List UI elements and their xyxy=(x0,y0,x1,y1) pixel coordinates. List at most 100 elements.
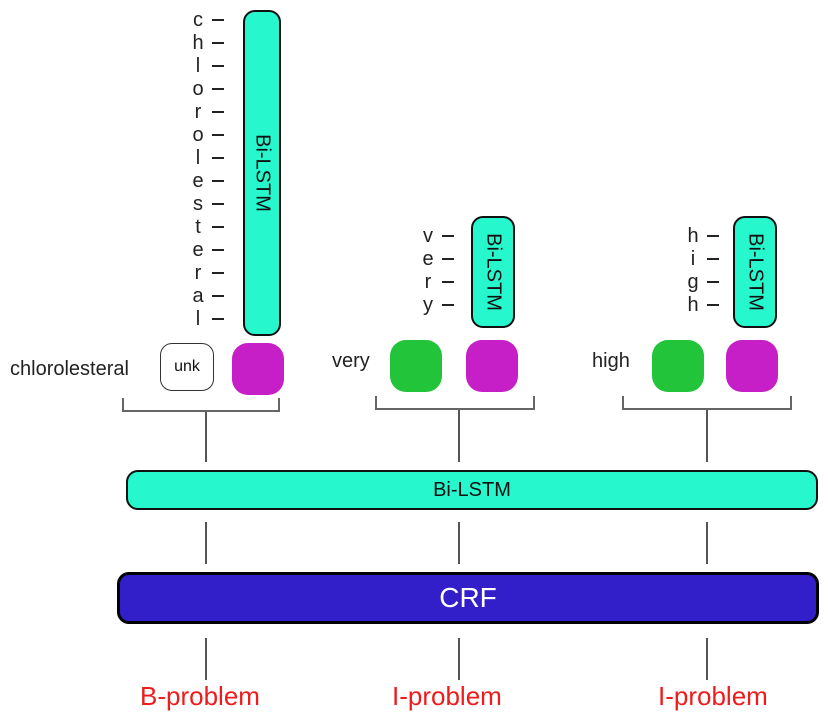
connector-line xyxy=(458,638,460,680)
connector-line xyxy=(706,410,708,462)
char-connector xyxy=(212,180,224,182)
char-connector xyxy=(212,42,224,44)
char: r xyxy=(194,262,202,284)
char: e xyxy=(192,239,204,261)
char-bilstm-chlorolesteral: Bi-LSTM xyxy=(243,10,281,336)
char-connector xyxy=(212,249,224,251)
char: e xyxy=(192,170,204,192)
char-connector xyxy=(212,65,224,67)
sentence-bilstm-label: Bi-LSTM xyxy=(433,478,511,501)
char: h xyxy=(192,32,204,54)
char-row: s xyxy=(190,194,224,214)
char-row: l xyxy=(190,148,224,168)
concat-bracket xyxy=(122,398,280,412)
connector-line xyxy=(458,522,460,564)
char-row: c xyxy=(190,10,224,30)
connector-line xyxy=(458,410,460,462)
word-very: very xyxy=(332,350,370,372)
char-connector xyxy=(212,111,224,113)
word-high: high xyxy=(592,350,630,372)
crf-label: CRF xyxy=(439,582,497,613)
char-row: r xyxy=(420,272,454,292)
char-sequence-high: h i g h xyxy=(685,226,725,316)
char-bilstm-label: Bi-LSTM xyxy=(482,233,505,311)
char: h xyxy=(687,294,699,316)
output-tag: I-problem xyxy=(658,681,768,711)
char-connector xyxy=(212,157,224,159)
char-connector xyxy=(212,134,224,136)
char-connector xyxy=(442,304,454,306)
char-bilstm-high: Bi-LSTM xyxy=(733,216,777,328)
char-embedding-very xyxy=(466,340,518,392)
char-bilstm-very: Bi-LSTM xyxy=(471,216,515,328)
char-connector xyxy=(707,258,719,260)
char-row: r xyxy=(190,102,224,122)
crf-layer: CRF xyxy=(117,572,819,624)
char-row: h xyxy=(685,226,719,246)
char-connector xyxy=(212,19,224,21)
char: l xyxy=(195,55,201,77)
word-embedding-unk: unk xyxy=(160,343,214,391)
char-embedding-high xyxy=(726,340,778,392)
char-embedding-chlorolesteral xyxy=(232,343,284,395)
char-row: t xyxy=(190,217,224,237)
char-row: e xyxy=(190,240,224,260)
char: r xyxy=(194,101,202,123)
char-connector xyxy=(212,203,224,205)
char-row: g xyxy=(685,272,719,292)
char-connector xyxy=(442,281,454,283)
char-row: v xyxy=(420,226,454,246)
char-connector xyxy=(442,258,454,260)
char: s xyxy=(193,193,203,215)
char-bilstm-label: Bi-LSTM xyxy=(744,233,767,311)
char-connector xyxy=(212,318,224,320)
char: o xyxy=(192,124,204,146)
char-row: y xyxy=(420,295,454,315)
char-sequence-very: v e r y xyxy=(420,226,460,316)
connector-line xyxy=(205,638,207,680)
char: i xyxy=(690,248,696,270)
char: h xyxy=(687,225,699,247)
concat-bracket xyxy=(375,396,535,410)
char-connector xyxy=(707,235,719,237)
concat-bracket xyxy=(622,396,792,410)
connector-line xyxy=(205,412,207,462)
char-row: i xyxy=(685,249,719,269)
output-tag: B-problem xyxy=(140,681,260,711)
connector-line xyxy=(706,638,708,680)
char: r xyxy=(424,271,432,293)
char: t xyxy=(195,216,201,238)
char-row: o xyxy=(190,125,224,145)
char: v xyxy=(423,225,433,247)
char-connector xyxy=(212,272,224,274)
char-row: l xyxy=(190,309,224,329)
sentence-bilstm: Bi-LSTM xyxy=(126,470,818,510)
char-row: h xyxy=(190,33,224,53)
char-connector xyxy=(707,281,719,283)
word-embedding-high xyxy=(652,340,704,392)
connector-line xyxy=(706,522,708,564)
char-row: e xyxy=(420,249,454,269)
char-row: e xyxy=(190,171,224,191)
char-row: h xyxy=(685,295,719,315)
word-chlorolesteral: chlorolesteral xyxy=(10,358,129,380)
char: y xyxy=(423,294,433,316)
unk-label: unk xyxy=(174,358,200,375)
word-embedding-very xyxy=(390,340,442,392)
char: o xyxy=(192,78,204,100)
char: g xyxy=(687,271,699,293)
output-tag: I-problem xyxy=(392,681,502,711)
char: l xyxy=(195,308,201,330)
char-connector xyxy=(212,88,224,90)
char: a xyxy=(192,285,204,307)
char-row: a xyxy=(190,286,224,306)
connector-line xyxy=(205,522,207,564)
char-row: r xyxy=(190,263,224,283)
char-connector xyxy=(212,226,224,228)
char-bilstm-label: Bi-LSTM xyxy=(251,134,274,212)
char-connector xyxy=(212,295,224,297)
char-connector xyxy=(707,304,719,306)
char: e xyxy=(422,248,434,270)
char-connector xyxy=(442,235,454,237)
char: c xyxy=(193,9,203,31)
